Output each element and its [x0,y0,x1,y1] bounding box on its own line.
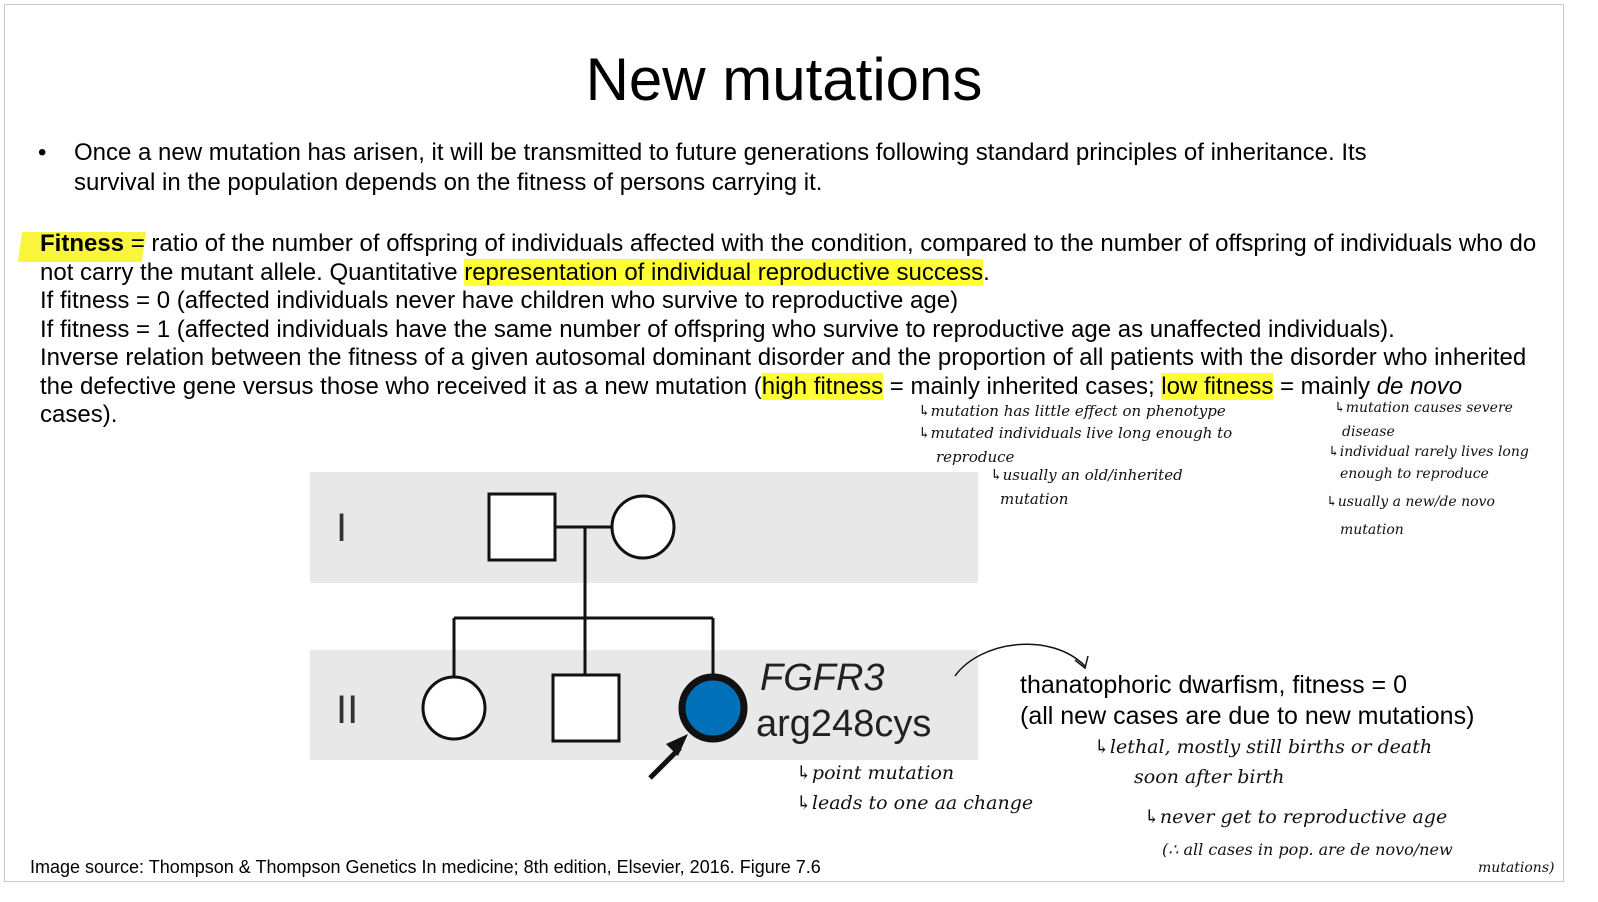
handwritten-note: enough to reproduce [1340,466,1489,482]
handwritten-note: disease [1342,424,1395,440]
fitness-paragraph: Fitness = ratio of the number of offspri… [40,230,1540,430]
handwritten-note: ↳point mutation [796,762,955,784]
inherited-text: = mainly inherited cases; [883,372,1162,400]
daughter-circle [421,675,487,741]
highlighted-high-fitness: high fitness [761,372,884,400]
fitness-term: Fitness [40,230,125,257]
handwritten-note: ↳never get to reproductive age [1144,806,1448,828]
handwritten-note: ↳individual rarely lives long [1328,444,1529,460]
generation-2-label: II [336,688,359,732]
handwritten-note: ↳lethal, mostly still births or death [1094,736,1433,758]
pedigree-figure [310,472,978,780]
handwritten-note: ↳mutation has little effect on phenotype [918,402,1226,420]
bullet-text: Once a new mutation has arisen, it will … [74,139,1367,196]
handwritten-note: reproduce [936,448,1015,466]
condition-line-2: (all new cases are due to new mutations) [1020,702,1475,730]
handwritten-note: (∴ all cases in pop. are de novo/new [1162,840,1453,859]
father-square [487,492,557,562]
highlighted-reproductive-success: representation of individual reproductiv… [464,258,984,286]
variant-label: arg248cys [756,703,932,745]
ink-arrow [954,643,1089,677]
mainly-text: = mainly [1273,372,1377,400]
highlighted-low-fitness: low fitness [1161,372,1274,400]
inverse-relation-line: Inverse relation between the fitness of … [40,344,1540,430]
condition-note: thanatophoric dwarfism, fitness = 0 (all… [1020,670,1474,732]
son-square [551,673,621,743]
cases-text: cases). [40,401,118,428]
handwritten-note: mutations) [1478,860,1555,876]
gene-label: FGFR3 [760,657,885,699]
image-source-caption: Image source: Thompson & Thompson Geneti… [30,857,821,877]
handwritten-note: ↳usually a new/de novo [1326,494,1495,510]
slide-title: New mutations [585,46,983,113]
de-novo-term: de novo [1376,372,1463,400]
equals-sign: = [124,230,152,257]
slide-frame [4,4,1564,882]
condition-line-1: thanatophoric dwarfism, fitness = 0 [1020,671,1407,699]
generation-2-band [310,650,978,760]
fitness-zero-line: If fitness = 0 (affected individuals nev… [40,287,959,314]
fitness-definition: Fitness = ratio of the number of offspri… [40,230,1540,287]
handwritten-note: ↳mutated individuals live long enough to [918,424,1233,442]
handwritten-note: ↳usually an old/inherited [990,466,1183,484]
inverse-text: Inverse relation between the fitness of … [40,344,1527,400]
proband-arrow-head [666,734,688,756]
generation-1-label: I [336,506,348,550]
bullet-marker: • [38,139,47,166]
definition-end: . [983,258,990,286]
affected-proband-circle [678,673,748,743]
handwritten-note: ↳leads to one aa change [796,792,1034,814]
handwritten-note: soon after birth [1134,766,1285,788]
definition-text: ratio of the number of offspring of indi… [40,230,1537,286]
handwritten-note: mutation [1340,522,1404,538]
mother-circle [610,494,676,560]
handwritten-note: mutation [1000,490,1069,508]
fitness-one-line: If fitness = 1 (affected individuals hav… [40,315,1395,343]
handwritten-note: ↳mutation causes severe [1334,400,1513,416]
